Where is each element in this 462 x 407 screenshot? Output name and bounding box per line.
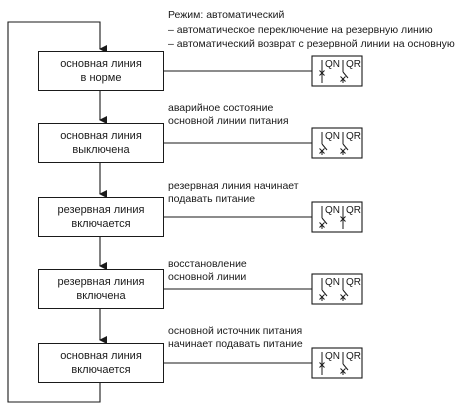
qn-label: QN bbox=[325, 59, 340, 70]
state-label: включена bbox=[76, 290, 126, 302]
qr-label: QR bbox=[346, 131, 361, 142]
return-loop-line bbox=[7, 21, 107, 403]
qn-label: QN bbox=[325, 131, 340, 142]
qr-label: QR bbox=[346, 277, 361, 288]
state-label: резервная линия bbox=[57, 276, 145, 288]
qn-switch-open bbox=[319, 206, 328, 229]
qr-switch-open bbox=[340, 352, 349, 375]
event-note: начинает подавать питание bbox=[168, 338, 303, 350]
qn-label: QN bbox=[325, 277, 340, 288]
state-label: основная линия bbox=[60, 130, 142, 142]
qn-switch-open bbox=[319, 132, 328, 155]
state-box-3: резервная линия включается bbox=[38, 197, 164, 237]
state-label: основная линия bbox=[60, 58, 142, 70]
mode-title: Режим: автоматический bbox=[168, 9, 285, 21]
qn-label: QN bbox=[325, 205, 340, 216]
state-box-4: резервная линия включена bbox=[38, 269, 164, 309]
qr-switch-open bbox=[340, 60, 349, 83]
state-box-2: основная линия выключена bbox=[38, 123, 164, 163]
state-label: выключена bbox=[72, 144, 130, 156]
state-box-1: основная линия в норме bbox=[38, 51, 164, 91]
state-label: резервная линия bbox=[57, 204, 145, 216]
event-note: аварийное состояние bbox=[168, 102, 274, 114]
event-note: подавать питание bbox=[168, 193, 256, 205]
state-label: основная линия bbox=[60, 350, 142, 362]
event-note: основной источник питания bbox=[168, 325, 303, 337]
qn-label: QN bbox=[325, 351, 340, 362]
qr-label: QR bbox=[346, 59, 361, 70]
qr-label: QR bbox=[346, 205, 361, 216]
qr-switch-open bbox=[340, 132, 349, 155]
qr-switch-closed bbox=[340, 206, 346, 229]
qn-switch-open bbox=[319, 278, 328, 301]
mode-line-2: – автоматический возврат с резервной лин… bbox=[168, 38, 455, 50]
state-label: включается bbox=[71, 218, 131, 230]
event-note: основной линии bbox=[168, 271, 247, 283]
qr-switch-open bbox=[340, 278, 349, 301]
event-note: восстановление bbox=[168, 258, 247, 270]
state-label: включается bbox=[71, 364, 131, 376]
qn-switch-closed bbox=[319, 352, 325, 375]
state-label: в норме bbox=[80, 72, 122, 84]
mode-line-1: – автоматическое переключение на резервн… bbox=[168, 24, 433, 36]
event-note: основной линии питания bbox=[168, 115, 289, 127]
qn-switch-closed bbox=[319, 60, 325, 83]
event-note: резервная линия начинает bbox=[168, 180, 299, 192]
qr-label: QR bbox=[346, 351, 361, 362]
state-box-5: основная линия включается bbox=[38, 343, 164, 383]
